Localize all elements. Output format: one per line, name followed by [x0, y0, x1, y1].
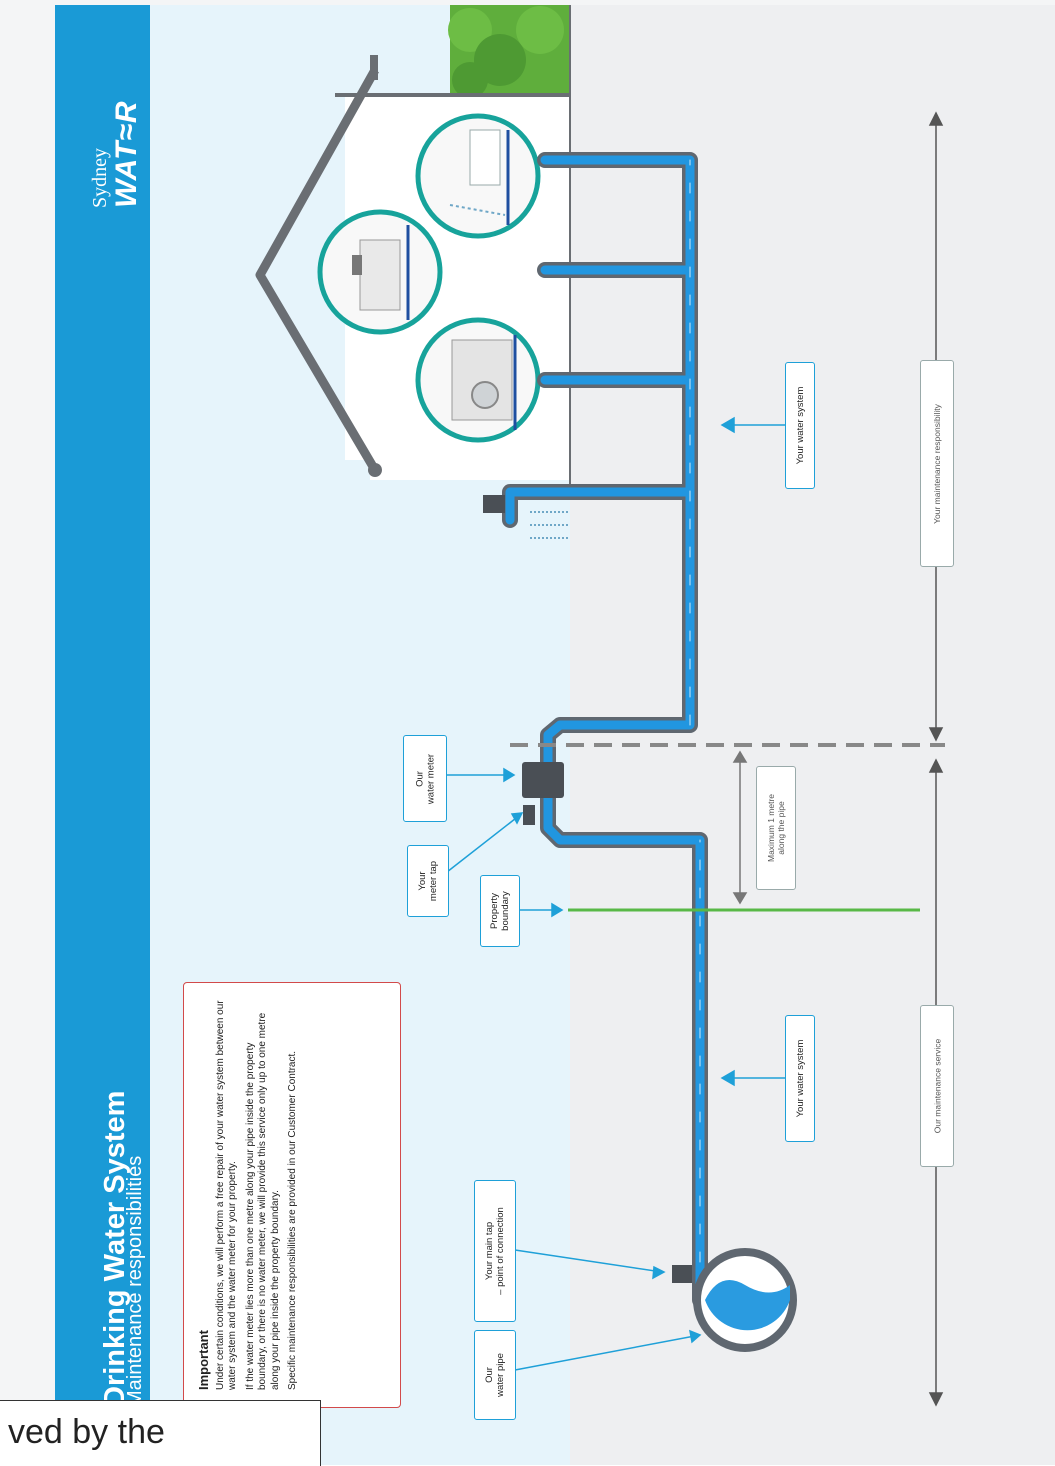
page-subtitle-text: Maintenance responsibilities [123, 1155, 146, 1407]
important-notice: Important Under certain conditions, we w… [183, 982, 401, 1408]
main-water-pipe-icon [693, 1248, 797, 1352]
callout-line: – point of connection [495, 1207, 506, 1295]
dimension-line: Maximum 1 metre [766, 793, 777, 863]
callout-line: meter tap [428, 860, 439, 902]
main-tap-icon [672, 1265, 692, 1283]
tree-icon [448, 5, 570, 100]
max-one-metre-label: Maximum 1 metre along the pipe [756, 766, 796, 890]
shower-fixture-icon [415, 113, 541, 239]
dimension-text: Our maintenance service [932, 1038, 942, 1134]
water-meter-icon [522, 762, 564, 798]
logo-top-text: Sydney [89, 148, 111, 208]
washing-machine-icon [415, 317, 541, 443]
your-maintenance-label: Your maintenance responsibility [920, 360, 954, 567]
garden-tap-icon [483, 495, 505, 513]
ground-region [570, 5, 1055, 1465]
callout-property-boundary: Property boundary [480, 875, 520, 947]
dimension-text: Your maintenance responsibility [932, 403, 943, 524]
header-band [55, 5, 150, 1405]
callout-our-water-pipe: Our water pipe [474, 1330, 516, 1420]
callout-your-main-tap: Your main tap – point of connection [474, 1180, 516, 1322]
callout-line: Your [417, 871, 428, 891]
callout-your-water-system-lower: Your water system [785, 1015, 815, 1142]
callout-your-meter-tap: Your meter tap [407, 845, 449, 917]
approval-stamp-text: ved by the [8, 1413, 165, 1451]
important-paragraph: If the water meter lies more than one me… [244, 1012, 281, 1390]
callout-line: water pipe [495, 1353, 506, 1397]
callout-line: Property [489, 893, 500, 929]
important-paragraph: Specific maintenance responsibilities ar… [287, 1050, 298, 1390]
callout-line: Your water system [794, 386, 806, 465]
callout-our-water-meter: Our water meter [403, 735, 447, 822]
meter-tap-icon [523, 805, 535, 825]
sink-fixture-icon [317, 209, 443, 335]
callout-line: boundary [500, 891, 511, 931]
max-one-metre-dimension [732, 750, 748, 905]
callout-line: Our [414, 770, 425, 787]
garden-tap-spray-icon [530, 511, 570, 539]
callout-line: Your water system [794, 1039, 806, 1118]
callout-line: water meter [425, 753, 436, 804]
important-notice-content: Important Under certain conditions, we w… [192, 990, 392, 1400]
page-subtitle: Maintenance responsibilities [120, 1067, 150, 1407]
logo-bottom-text: WAT≈R [110, 100, 143, 208]
dimension-line: along the pipe [776, 801, 787, 855]
callout-pointers [445, 416, 785, 1371]
callout-line: Your main tap [484, 1221, 495, 1281]
callout-your-water-system-upper: Your water system [785, 362, 815, 489]
approval-stamp: ved by the [0, 1400, 321, 1466]
important-heading: Important [196, 1330, 211, 1390]
our-maintenance-label: Our maintenance service [920, 1005, 954, 1167]
sydney-water-logo: Sydney WAT≈R [89, 58, 149, 208]
callout-line: Our [484, 1367, 495, 1383]
important-paragraph: Under certain conditions, we will perfor… [214, 1000, 239, 1390]
